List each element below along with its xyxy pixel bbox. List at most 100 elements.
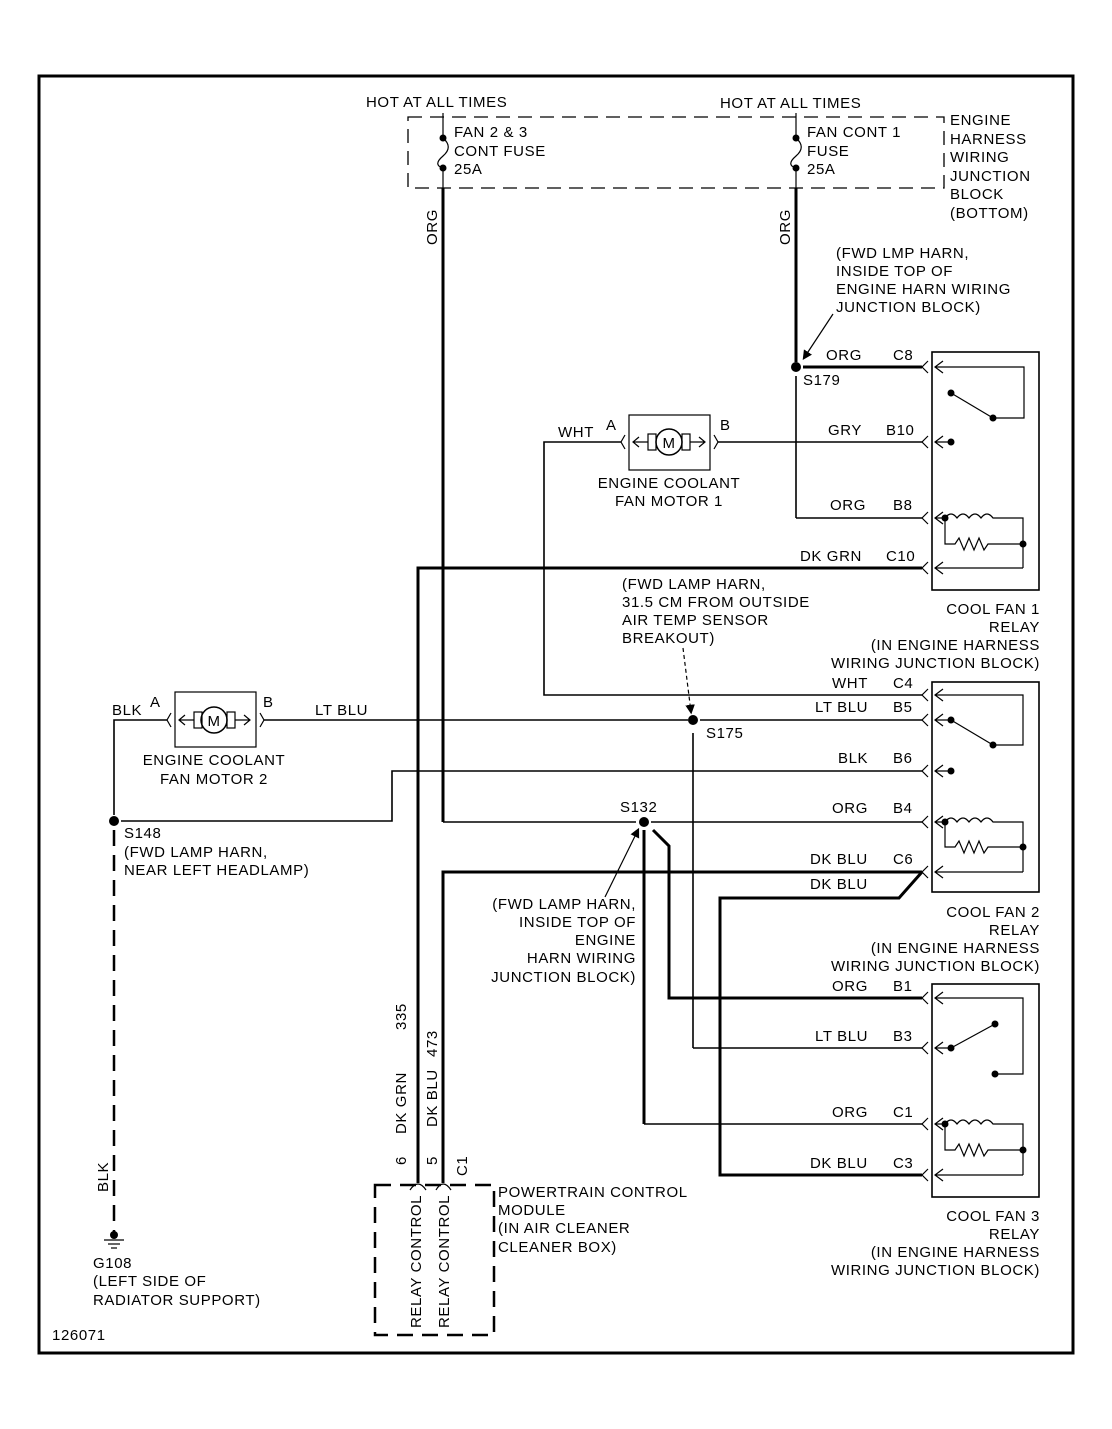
svg-text:B3: B3 bbox=[893, 1028, 913, 1045]
splice-s179: S179 (FWD LMP HARN, INSIDE TOP OF ENGINE… bbox=[791, 245, 1010, 389]
fuse-left-line-2: CONT FUSE bbox=[454, 143, 546, 160]
svg-text:DK GRN: DK GRN bbox=[800, 548, 862, 565]
svg-text:INSIDE TOP OF: INSIDE TOP OF bbox=[836, 263, 953, 280]
svg-text:C3: C3 bbox=[893, 1155, 913, 1172]
svg-text:INSIDE TOP OF: INSIDE TOP OF bbox=[519, 914, 636, 931]
svg-text:JUNCTION: JUNCTION bbox=[950, 168, 1031, 185]
svg-text:A: A bbox=[150, 694, 161, 711]
fan-2-3-cont-fuse: HOT AT ALL TIMES FAN 2 & 3 CONT FUSE 25A bbox=[366, 94, 546, 188]
svg-text:ORG: ORG bbox=[832, 978, 868, 995]
relay3-pin-b3: LT BLU B3 bbox=[815, 1020, 999, 1055]
cool-fan-2-relay: WHT C4 LT BLU B5 BLK B6 ORG B4 bbox=[810, 675, 1040, 975]
motor-symbol-icon: M bbox=[207, 713, 220, 730]
svg-text:ENGINE: ENGINE bbox=[950, 112, 1011, 129]
svg-text:DK GRN: DK GRN bbox=[393, 1072, 410, 1134]
relay3-pin-b1: ORG B1 bbox=[832, 978, 1024, 1078]
junction-block-label: ENGINE HARNESS WIRING JUNCTION BLOCK (BO… bbox=[950, 112, 1031, 222]
svg-text:B6: B6 bbox=[893, 750, 913, 767]
svg-text:(FWD LMP HARN,: (FWD LMP HARN, bbox=[836, 245, 969, 262]
svg-text:ORG: ORG bbox=[777, 209, 794, 245]
svg-text:AIR TEMP SENSOR: AIR TEMP SENSOR bbox=[622, 612, 769, 629]
svg-text:RELAY CONTROL: RELAY CONTROL bbox=[436, 1195, 453, 1328]
svg-text:COOL FAN 3: COOL FAN 3 bbox=[946, 1208, 1040, 1225]
relay1-pin-b10: GRY B10 bbox=[828, 422, 955, 449]
relay2-pin-b4: ORG B4 bbox=[832, 800, 1027, 872]
svg-text:C10: C10 bbox=[886, 548, 915, 565]
engine-coolant-fan-motor-1: M A B WHT ENGINE COOLANT FAN MOTOR 1 bbox=[558, 414, 741, 510]
fuse-right-line-2: FUSE bbox=[807, 143, 849, 160]
svg-text:G108: G108 bbox=[93, 1255, 132, 1272]
svg-text:LT BLU: LT BLU bbox=[315, 702, 368, 719]
svg-text:ENGINE COOLANT: ENGINE COOLANT bbox=[598, 475, 741, 492]
svg-text:B: B bbox=[720, 417, 731, 434]
svg-text:DK BLU: DK BLU bbox=[424, 1069, 441, 1127]
svg-text:335: 335 bbox=[393, 1003, 410, 1030]
svg-text:NEAR LEFT HEADLAMP): NEAR LEFT HEADLAMP) bbox=[124, 862, 309, 879]
svg-text:LT BLU: LT BLU bbox=[815, 1028, 868, 1045]
svg-text:B4: B4 bbox=[893, 800, 913, 817]
svg-text:BLK: BLK bbox=[95, 1162, 112, 1192]
svg-text:WIRING JUNCTION BLOCK): WIRING JUNCTION BLOCK) bbox=[831, 655, 1040, 672]
svg-text:B8: B8 bbox=[893, 497, 913, 514]
svg-text:DK BLU: DK BLU bbox=[810, 876, 868, 893]
motor-symbol-icon: M bbox=[662, 435, 675, 452]
svg-text:B10: B10 bbox=[886, 422, 915, 439]
svg-text:WHT: WHT bbox=[558, 424, 594, 441]
svg-text:CLEANER BOX): CLEANER BOX) bbox=[498, 1239, 617, 1256]
svg-text:ORG: ORG bbox=[832, 800, 868, 817]
hot-at-all-times-label-left: HOT AT ALL TIMES bbox=[366, 94, 507, 111]
svg-text:(FWD LAMP HARN,: (FWD LAMP HARN, bbox=[622, 576, 766, 593]
fuse-right-line-3: 25A bbox=[807, 161, 836, 178]
ground-g108: BLK G108 (LEFT SIDE OF RADIATOR SUPPORT) bbox=[93, 830, 261, 1309]
svg-text:C6: C6 bbox=[893, 851, 913, 868]
fan-cont-1-fuse: HOT AT ALL TIMES FAN CONT 1 FUSE 25A bbox=[720, 95, 900, 188]
svg-text:RELAY: RELAY bbox=[989, 922, 1040, 939]
svg-text:6: 6 bbox=[393, 1156, 410, 1165]
relay1-pin-b8: ORG B8 bbox=[830, 497, 1027, 568]
svg-text:C1: C1 bbox=[454, 1156, 471, 1176]
fuse-left-line-1: FAN 2 & 3 bbox=[454, 124, 528, 141]
relay3-pin-c3: DK BLU C3 bbox=[810, 1155, 1023, 1182]
svg-text:ORG: ORG bbox=[424, 209, 441, 245]
svg-text:(IN ENGINE HARNESS: (IN ENGINE HARNESS bbox=[871, 940, 1040, 957]
svg-text:(BOTTOM): (BOTTOM) bbox=[950, 205, 1029, 222]
svg-text:(FWD LAMP HARN,: (FWD LAMP HARN, bbox=[492, 896, 636, 913]
svg-text:WHT: WHT bbox=[832, 675, 868, 692]
svg-text:ORG: ORG bbox=[832, 1104, 868, 1121]
svg-text:RELAY: RELAY bbox=[989, 1226, 1040, 1243]
relay2-pin-c4: WHT C4 bbox=[832, 675, 1024, 746]
svg-text:DK BLU: DK BLU bbox=[810, 1155, 868, 1172]
svg-text:(IN ENGINE HARNESS: (IN ENGINE HARNESS bbox=[871, 1244, 1040, 1261]
splice-s148: S148 (FWD LAMP HARN, NEAR LEFT HEADLAMP) bbox=[109, 770, 922, 879]
svg-text:POWERTRAIN CONTROL: POWERTRAIN CONTROL bbox=[498, 1184, 688, 1201]
svg-text:S148: S148 bbox=[124, 825, 161, 842]
svg-text:(LEFT SIDE OF: (LEFT SIDE OF bbox=[93, 1273, 206, 1290]
wire-org-fuse-right: ORG bbox=[777, 188, 922, 519]
svg-text:ENGINE COOLANT: ENGINE COOLANT bbox=[143, 752, 286, 769]
svg-text:31.5 CM FROM OUTSIDE: 31.5 CM FROM OUTSIDE bbox=[622, 594, 810, 611]
svg-text:RADIATOR SUPPORT): RADIATOR SUPPORT) bbox=[93, 1292, 261, 1309]
svg-text:BLOCK: BLOCK bbox=[950, 186, 1004, 203]
svg-text:(FWD LAMP HARN,: (FWD LAMP HARN, bbox=[124, 844, 268, 861]
svg-text:HARNESS: HARNESS bbox=[950, 131, 1027, 148]
svg-text:FAN MOTOR 1: FAN MOTOR 1 bbox=[615, 493, 723, 510]
splice-s132: S132 (FWD LAMP HARN, INSIDE TOP OF ENGIN… bbox=[491, 799, 922, 1125]
relay2-pin-b6: BLK B6 bbox=[838, 750, 955, 778]
svg-text:WIRING: WIRING bbox=[950, 149, 1009, 166]
cool-fan-1-relay: ORG C8 GRY B10 ORG B8 DK GRN bbox=[800, 347, 1040, 672]
svg-text:WIRING JUNCTION BLOCK): WIRING JUNCTION BLOCK) bbox=[831, 958, 1040, 975]
wire-org-fuse-left: ORG bbox=[424, 188, 636, 823]
svg-text:B5: B5 bbox=[893, 699, 913, 716]
svg-text:BLK: BLK bbox=[112, 702, 142, 719]
relay2-pin-c6: DK BLU C6 bbox=[810, 851, 1023, 879]
engine-harness-junction-block bbox=[407, 116, 945, 189]
svg-text:C1: C1 bbox=[893, 1104, 913, 1121]
hot-at-all-times-label-right: HOT AT ALL TIMES bbox=[720, 95, 861, 112]
svg-text:RELAY CONTROL: RELAY CONTROL bbox=[408, 1195, 425, 1328]
svg-text:HARN WIRING: HARN WIRING bbox=[527, 950, 636, 967]
svg-text:JUNCTION BLOCK): JUNCTION BLOCK) bbox=[491, 969, 636, 986]
svg-text:DK BLU: DK BLU bbox=[810, 851, 868, 868]
relay2-pin-b5: LT BLU B5 bbox=[815, 699, 997, 749]
svg-text:MODULE: MODULE bbox=[498, 1202, 566, 1219]
